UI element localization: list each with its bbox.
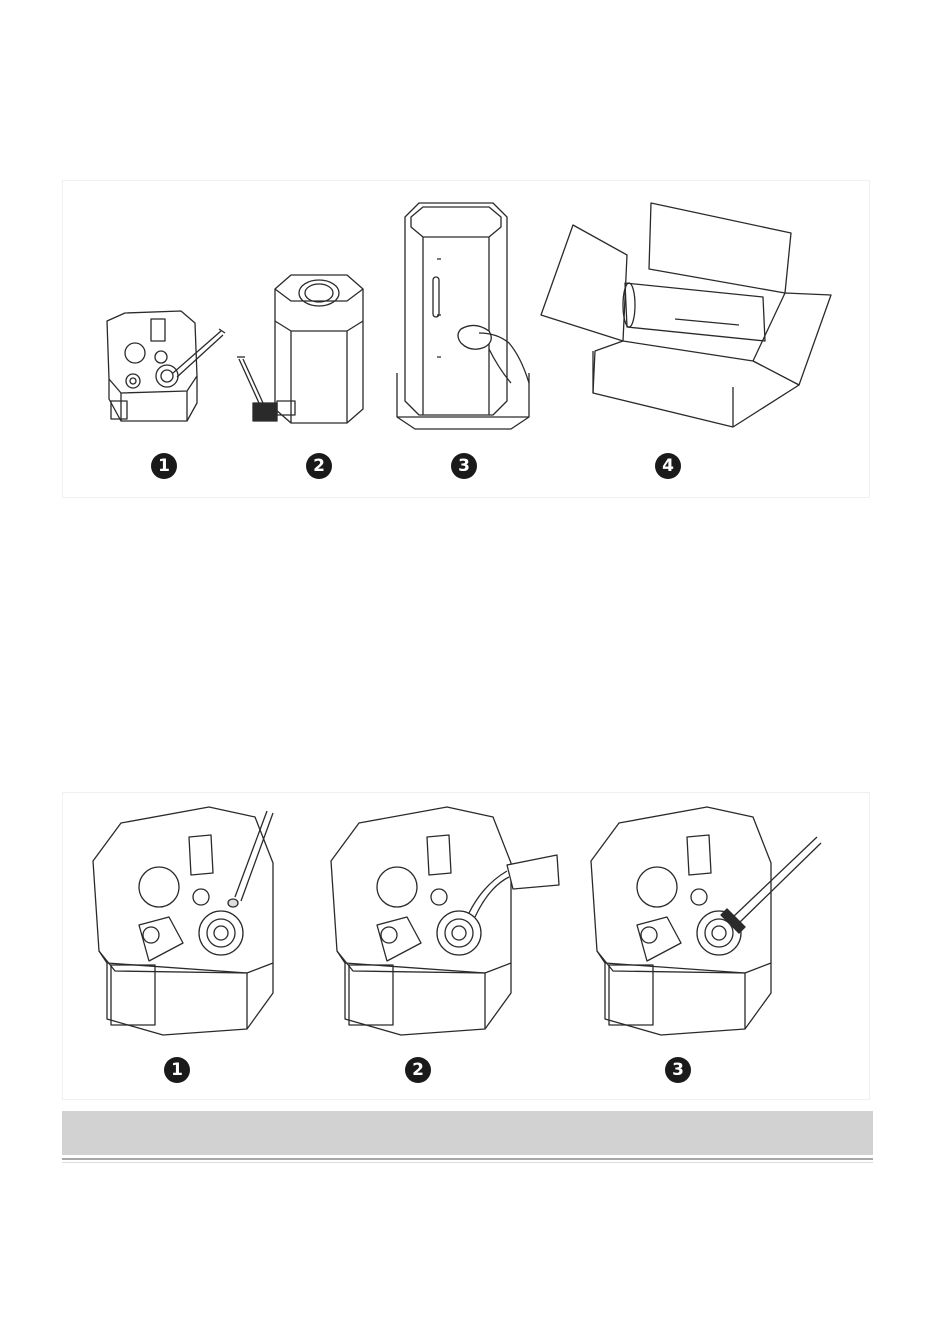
- store-in-box-icon: [63, 181, 871, 499]
- bottom-illustration-panel: 1 2: [62, 792, 870, 1100]
- divider-line: [62, 1162, 873, 1163]
- divider-line: [62, 1158, 873, 1160]
- scrub-transducer-icon: [63, 793, 871, 1101]
- step-number-badge: 4: [655, 453, 681, 479]
- step-number-badge: 3: [665, 1057, 691, 1083]
- section-header-bar: [62, 1111, 873, 1155]
- top-illustration-panel: 1 2 3: [62, 180, 870, 498]
